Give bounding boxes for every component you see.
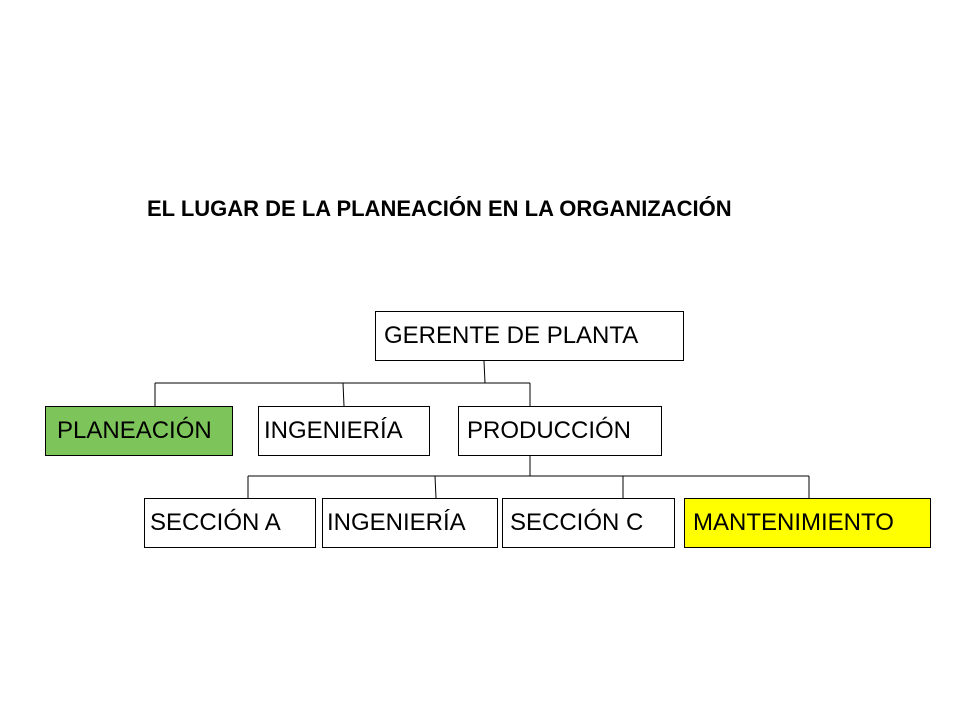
node-seccion-c: SECCIÓN C: [502, 498, 675, 548]
connector-ingenieria: [342, 382, 345, 407]
node-seccion-a: SECCIÓN A: [144, 498, 316, 548]
node-produccion: PRODUCCIÓN: [458, 406, 662, 456]
node-gerente-de-planta: GERENTE DE PLANTA: [375, 311, 684, 361]
connector-ingenieria-2: [434, 475, 437, 499]
connector-root-stem: [483, 360, 486, 384]
node-ingenieria: INGENIERÍA: [258, 406, 430, 456]
node-planeacion: PLANEACIÓN: [45, 406, 233, 456]
node-ingenieria-2: INGENIERÍA: [322, 498, 498, 548]
diagram-title: EL LUGAR DE LA PLANEACIÓN EN LA ORGANIZA…: [147, 196, 732, 221]
node-mantenimiento: MANTENIMIENTO: [684, 498, 931, 548]
